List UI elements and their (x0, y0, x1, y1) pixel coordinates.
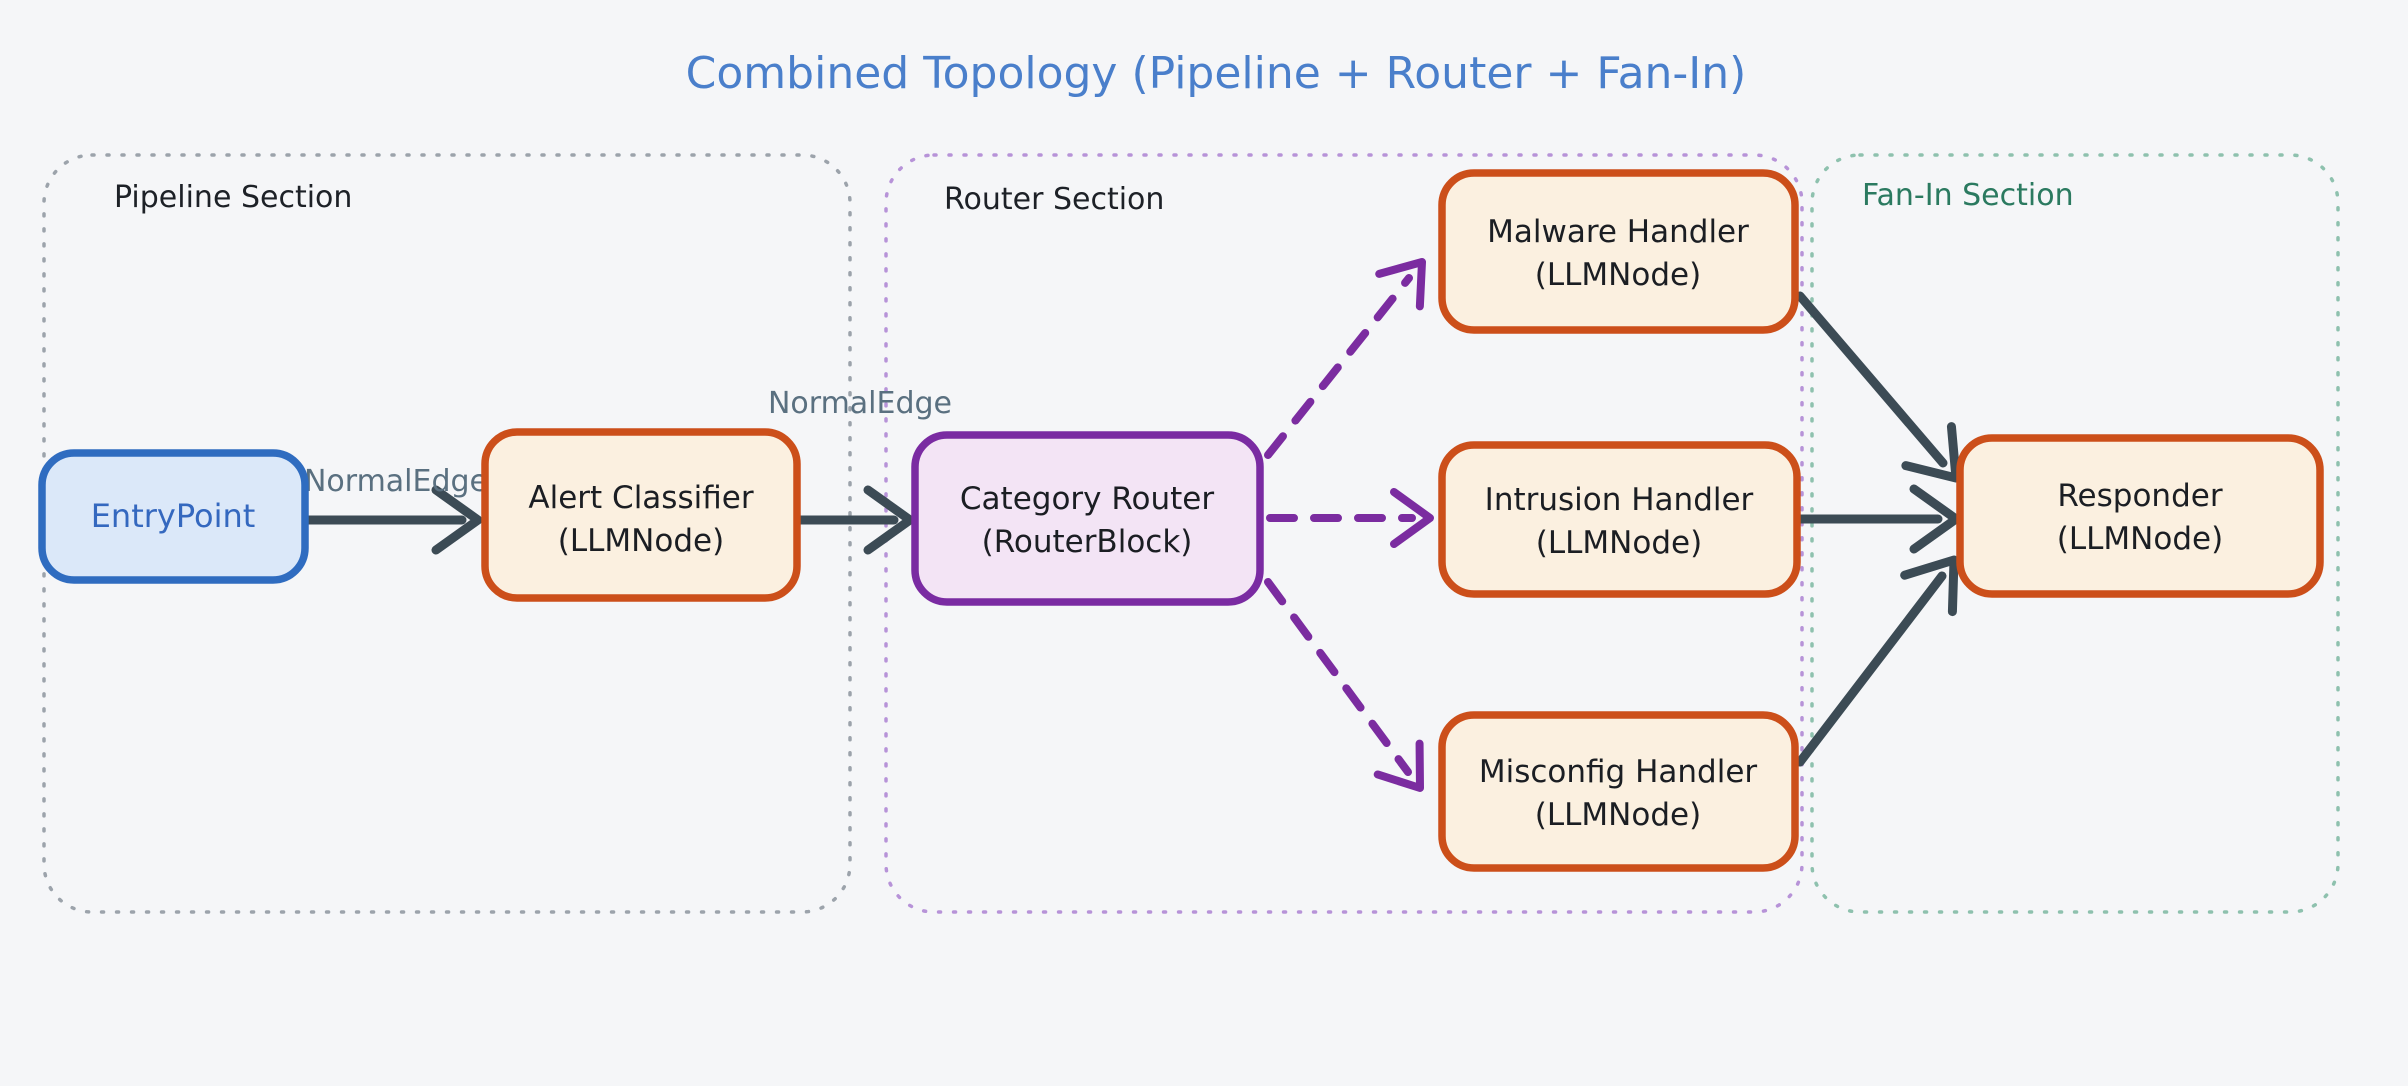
node-alert-classifier: Alert Classifier (LLMNode) (481, 428, 801, 602)
arrowhead-icon (1900, 555, 1959, 617)
node-malware-handler-box (1438, 169, 1799, 334)
node-alert-classifier-sublabel: (LLMNode) (558, 523, 724, 559)
arrowhead-icon (1390, 488, 1434, 548)
edge-router-to-malware (1264, 258, 1426, 459)
edge-intrusion-to-responder (1794, 484, 1961, 554)
edge-malware-to-responder (1795, 291, 1961, 483)
node-alert-classifier-box (481, 428, 801, 602)
node-responder-label: Responder (2057, 478, 2222, 514)
edge-router-to-malware-line (1264, 274, 1413, 459)
diagram-title: Combined Topology (Pipeline + Router + F… (686, 48, 1747, 99)
edge-router-to-misconfig-line (1264, 578, 1412, 776)
node-misconfig-handler-label: Misconfig Handler (1479, 754, 1758, 790)
section-router: Router Section (884, 153, 1804, 914)
arrowhead-icon (1373, 739, 1424, 792)
arrowhead-icon (863, 485, 915, 555)
section-pipeline-border (42, 153, 852, 914)
node-intrusion-handler-label: Intrusion Handler (1485, 482, 1754, 518)
arrowhead-icon (1901, 422, 1961, 483)
node-malware-handler-label: Malware Handler (1487, 214, 1749, 250)
section-pipeline-label: Pipeline Section (114, 180, 352, 215)
arrowhead-icon (1375, 258, 1426, 311)
edge-router-to-misconfig (1264, 578, 1424, 792)
node-intrusion-handler: Intrusion Handler (LLMNode) (1438, 441, 1801, 598)
edge-entry-to-alert: NormalEdge (298, 464, 488, 555)
edge-entry-to-alert-label: NormalEdge (304, 464, 488, 499)
edge-alert-to-category-router: NormalEdge (768, 386, 952, 555)
arrowhead-icon (1909, 484, 1961, 554)
node-entrypoint-label: EntryPoint (91, 497, 256, 535)
edge-misconfig-to-responder-line (1795, 571, 1947, 767)
node-misconfig-handler-box (1438, 711, 1799, 872)
node-category-router-label: Category Router (960, 481, 1214, 517)
node-entrypoint-box (38, 449, 309, 584)
section-router-label: Router Section (944, 182, 1164, 217)
node-responder-box (1956, 434, 2324, 598)
arrowhead-icon (431, 485, 483, 555)
node-misconfig-handler-sublabel: (LLMNode) (1535, 797, 1701, 833)
node-category-router-sublabel: (RouterBlock) (982, 524, 1193, 560)
section-fanin: Fan-In Section (1810, 153, 2340, 914)
node-entrypoint: EntryPoint (38, 449, 309, 584)
section-router-border (884, 153, 1804, 914)
edge-alert-to-router-label: NormalEdge (768, 386, 952, 421)
node-malware-handler: Malware Handler (LLMNode) (1438, 169, 1799, 334)
node-misconfig-handler: Misconfig Handler (LLMNode) (1438, 711, 1799, 872)
edge-router-to-intrusion (1266, 488, 1434, 548)
node-category-router-box (911, 431, 1264, 606)
section-pipeline: Pipeline Section (42, 153, 852, 914)
section-fanin-label: Fan-In Section (1862, 178, 2074, 213)
node-intrusion-handler-box (1438, 441, 1801, 598)
node-alert-classifier-label: Alert Classifier (528, 480, 753, 516)
edge-misconfig-to-responder (1795, 555, 1959, 767)
node-responder: Responder (LLMNode) (1956, 434, 2324, 598)
node-category-router: Category Router (RouterBlock) (911, 431, 1264, 606)
edge-malware-to-responder-line (1795, 291, 1948, 468)
node-responder-sublabel: (LLMNode) (2057, 521, 2223, 557)
node-malware-handler-sublabel: (LLMNode) (1535, 257, 1701, 293)
node-intrusion-handler-sublabel: (LLMNode) (1536, 525, 1702, 561)
section-fanin-border (1810, 153, 2340, 914)
